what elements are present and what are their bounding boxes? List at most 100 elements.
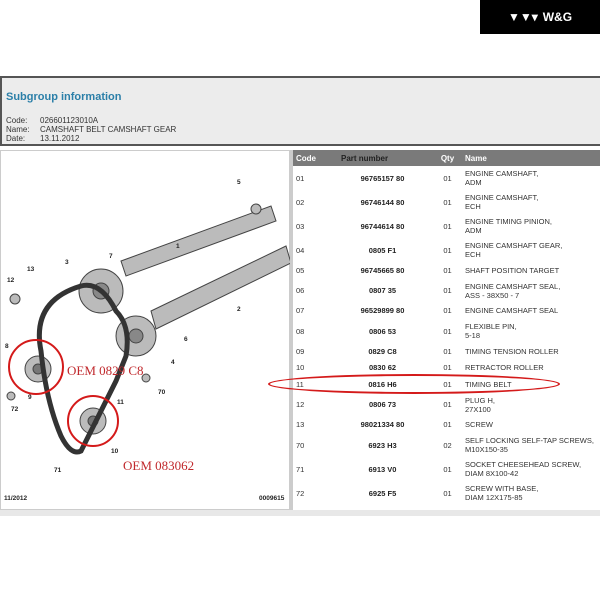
subgroup-meta: Code:026601123010A Name:CAMSHAFT BELT CA… bbox=[6, 116, 176, 143]
row-part-number: 0806 53 bbox=[368, 326, 397, 336]
screw-70 bbox=[141, 373, 151, 383]
row-part-number: 0829 C8 bbox=[368, 346, 397, 356]
row-part-number: 0807 35 bbox=[368, 286, 397, 295]
col-qty: Qty bbox=[440, 153, 455, 163]
row-part-number: 0830 62 bbox=[368, 363, 397, 373]
callout-70: 70 bbox=[158, 389, 166, 396]
row-part-number: 6923 H3 bbox=[368, 440, 397, 450]
row-name: ENGINE CAMSHAFT GEAR, ECH bbox=[465, 241, 563, 259]
table-row[interactable]: 07 96529899 80 01 ENGINE CAMSHAFT SEAL bbox=[293, 303, 600, 320]
callout-8: 8 bbox=[5, 343, 9, 350]
row-part-number: 96744614 80 bbox=[360, 221, 405, 231]
row-name: ENGINE CAMSHAFT SEAL, ASS - 38X50 - 7 bbox=[465, 281, 561, 300]
row-name: SHAFT POSITION TARGET bbox=[465, 265, 560, 275]
row-part-number: 96746144 80 bbox=[360, 197, 405, 207]
date-value: 13.11.2012 bbox=[40, 134, 80, 143]
row-qty: 01 bbox=[443, 346, 452, 356]
callout-10: 10 bbox=[111, 448, 119, 455]
timing-belt bbox=[36, 282, 130, 455]
row-qty: 01 bbox=[443, 173, 452, 183]
row-code: 04 bbox=[296, 245, 305, 255]
row-qty: 01 bbox=[443, 265, 452, 275]
name-value: CAMSHAFT BELT CAMSHAFT GEAR bbox=[40, 125, 177, 134]
col-code: Code bbox=[296, 153, 316, 163]
row-qty: 01 bbox=[443, 306, 452, 316]
row-name: SELF LOCKING SELF-TAP SCREWS, M10X150-35 bbox=[465, 436, 594, 454]
row-name: SCREW bbox=[465, 420, 493, 430]
callout-13: 13 bbox=[27, 266, 35, 273]
callout-1: 1 bbox=[176, 243, 180, 250]
row-qty: 01 bbox=[443, 326, 452, 336]
brand-logo: ▼▼▾ W&G bbox=[480, 0, 600, 34]
row-part-number: 96745665 80 bbox=[360, 265, 405, 275]
screw-72 bbox=[6, 391, 16, 401]
row-name: TIMING TENSION ROLLER bbox=[465, 346, 559, 356]
row-part-number: 6913 V0 bbox=[368, 464, 397, 474]
row-code: 05 bbox=[296, 265, 305, 275]
table-row[interactable]: 05 96745665 80 01 SHAFT POSITION TARGET bbox=[293, 262, 600, 279]
callout-11: 11 bbox=[117, 399, 124, 406]
row-name: FLEXIBLE PIN, 5-18 bbox=[465, 322, 517, 340]
row-part-number: 0806 73 bbox=[368, 400, 397, 409]
row-code: 07 bbox=[296, 306, 305, 316]
row-qty: 01 bbox=[443, 197, 452, 207]
exploded-view-drawing bbox=[6, 203, 292, 455]
callout-5: 5 bbox=[237, 179, 241, 186]
subgroup-info-panel: Subgroup information Code:026601123010A … bbox=[0, 76, 600, 146]
highlight-circle-tension-roller bbox=[8, 339, 64, 395]
row-qty: 01 bbox=[443, 464, 452, 474]
callout-3: 3 bbox=[65, 259, 69, 266]
date-label: Date: bbox=[6, 134, 26, 143]
highlight-circle-retractor-roller bbox=[67, 395, 119, 447]
row-part-number: 6925 F5 bbox=[368, 488, 397, 498]
table-row[interactable]: 02 96746144 80 01 ENGINE CAMSHAFT, ECH bbox=[293, 190, 600, 214]
row-code: 02 bbox=[296, 197, 305, 207]
row-code: 12 bbox=[296, 400, 305, 409]
row-part-number: 98021334 80 bbox=[360, 420, 405, 430]
row-name: SOCKET CHEESEHEAD SCREW, DIAM 8X100-42 bbox=[465, 460, 582, 478]
row-code: 70 bbox=[296, 440, 305, 450]
logo-mark-icon: ▼▼▾ bbox=[507, 10, 538, 24]
camshaft-upper bbox=[120, 205, 277, 277]
row-name: ENGINE CAMSHAFT, ADM bbox=[465, 169, 539, 187]
subgroup-title: Subgroup information bbox=[6, 91, 122, 103]
row-part-number: 96529899 80 bbox=[360, 306, 405, 316]
table-row[interactable]: 71 6913 V0 01 SOCKET CHEESEHEAD SCREW, DIAM… bbox=[293, 457, 600, 481]
callout-12: 12 bbox=[7, 277, 15, 284]
callout-72: 72 bbox=[11, 406, 19, 413]
row-part-number: 0805 F1 bbox=[368, 245, 397, 255]
row-name: ENGINE CAMSHAFT SEAL bbox=[465, 306, 559, 316]
callout-7: 7 bbox=[109, 253, 113, 260]
table-row[interactable]: 04 0805 F1 01 ENGINE CAMSHAFT GEAR, ECH bbox=[293, 238, 600, 262]
parts-diagram: 5 7 3 1 12 13 2 6 8 4 9 70 72 11 10 71 O… bbox=[0, 150, 292, 510]
oem-annotation-tension-roller: OEM 0829 C8 bbox=[67, 363, 144, 378]
col-part-number: Part number bbox=[341, 153, 389, 163]
callout-9: 9 bbox=[28, 394, 32, 401]
row-part-number: 96765157 80 bbox=[360, 173, 405, 183]
callout-4: 4 bbox=[171, 359, 175, 366]
screw-5 bbox=[250, 203, 262, 215]
row-qty: 01 bbox=[443, 400, 452, 409]
name-label: Name: bbox=[6, 125, 30, 134]
callout-71: 71 bbox=[54, 467, 62, 474]
callout-2: 2 bbox=[237, 306, 241, 313]
row-code: 13 bbox=[296, 420, 305, 430]
oem-annotation-retractor-roller: OEM 083062 bbox=[123, 458, 195, 473]
row-name: ENGINE TIMING PINION, ADM bbox=[465, 217, 552, 235]
row-qty: 01 bbox=[443, 245, 452, 255]
table-row[interactable]: 08 0806 53 01 FLEXIBLE PIN, 5-18 bbox=[293, 319, 600, 343]
row-qty: 01 bbox=[443, 286, 452, 295]
row-code: 71 bbox=[296, 464, 305, 474]
row-code: 08 bbox=[296, 326, 305, 336]
row-name: ENGINE CAMSHAFT, ECH bbox=[465, 193, 539, 211]
